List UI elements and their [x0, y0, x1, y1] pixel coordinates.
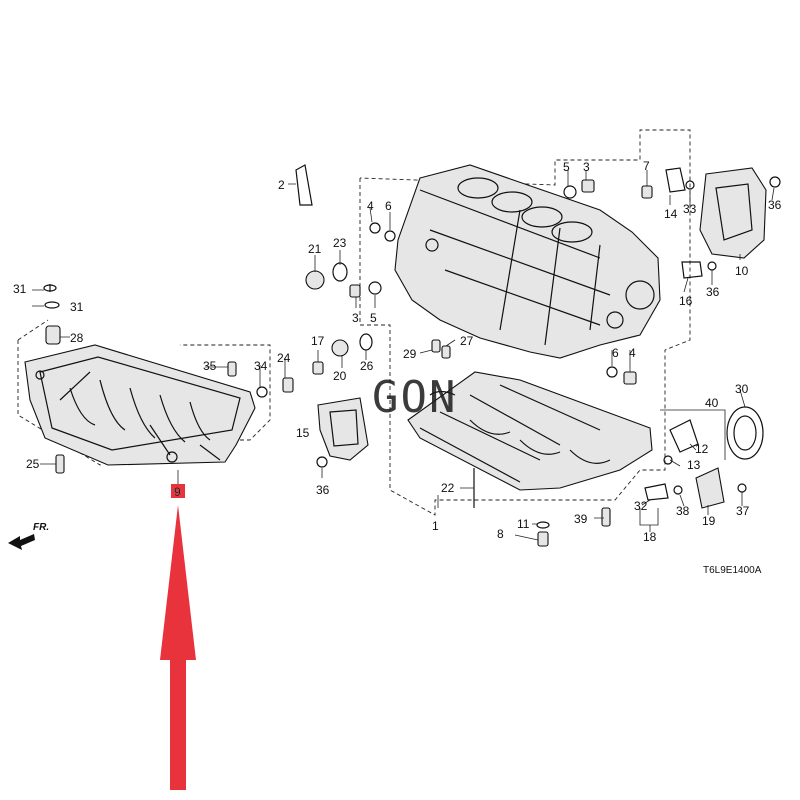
- part-label: 32: [634, 499, 648, 513]
- part-label: 27: [460, 334, 474, 348]
- oil-pump: [317, 397, 369, 461]
- part-number-labels: 1 2 3 4 5 6 7 8 9 10 11 12 13 14 15 16 1…: [13, 159, 782, 544]
- part-label: 6: [385, 199, 392, 213]
- part-label: 6: [612, 346, 619, 360]
- part-label: 9: [174, 485, 181, 499]
- highlight-part-number: 9: [174, 485, 181, 499]
- front-direction-indicator: FR.: [8, 522, 49, 550]
- part-label: 39: [574, 512, 588, 526]
- small-parts: [288, 164, 781, 547]
- part-label: 29: [403, 347, 417, 361]
- part-label: 30: [735, 382, 749, 396]
- repeated-part-labels: 3 5 6 4 31 36 36: [70, 285, 720, 497]
- timing-cover-plate: [699, 167, 767, 259]
- cylinder-block-outline: [394, 164, 661, 359]
- front-arrow-icon: [8, 534, 35, 550]
- pointer-arrow-icon: [160, 505, 196, 790]
- part-label: 36: [316, 483, 330, 497]
- part-label: 14: [664, 207, 678, 221]
- part-label: 16: [679, 294, 693, 308]
- part-label: 5: [563, 160, 570, 174]
- part-label: 10: [735, 264, 749, 278]
- highlight-box: [171, 484, 185, 498]
- part-label: 19: [702, 514, 716, 528]
- lower-block-bedplate: [407, 371, 653, 491]
- part-label: 31: [70, 300, 84, 314]
- part-label: 17: [311, 334, 325, 348]
- part-label: 37: [736, 504, 750, 518]
- part-label: 3: [583, 160, 590, 174]
- part-label: 25: [26, 457, 40, 471]
- part-label: 11: [517, 517, 530, 531]
- oil-pan-outline: [24, 344, 256, 466]
- part-label: 5: [370, 311, 377, 325]
- part-label: 4: [367, 199, 374, 213]
- oil-pan-group: [17, 284, 294, 474]
- part-label: 36: [706, 285, 720, 299]
- part-label: 26: [360, 359, 374, 373]
- part-label: 28: [70, 331, 84, 345]
- part-label: 22: [441, 481, 455, 495]
- part-label: 31: [13, 282, 27, 296]
- diagram-code: T6L9E1400A: [703, 565, 762, 576]
- part-label: 13: [687, 458, 701, 472]
- part-label: 15: [296, 426, 310, 440]
- part-label: 1: [432, 519, 439, 533]
- watermark-text: GON: [372, 372, 457, 423]
- part-label: 12: [695, 442, 709, 456]
- part-label: 23: [333, 236, 347, 250]
- part-label: 36: [768, 198, 782, 212]
- part-label: 3: [352, 311, 359, 325]
- front-label: FR.: [33, 522, 49, 533]
- part-label: 35: [203, 359, 217, 373]
- part-label: 2: [278, 178, 285, 192]
- part-label: 40: [705, 396, 719, 410]
- part-label: 33: [683, 202, 697, 216]
- cylinder-block-upper: [359, 129, 691, 516]
- part-label: 20: [333, 369, 347, 383]
- part-label: 8: [497, 527, 504, 541]
- part-label: 18: [643, 530, 657, 544]
- lower-block-outline: [407, 371, 653, 491]
- part-label: 38: [676, 504, 690, 518]
- part-label: 24: [277, 351, 291, 365]
- part-label: 7: [643, 159, 650, 173]
- crankshaft-oil-seal: [726, 406, 764, 460]
- part-label: 34: [254, 359, 268, 373]
- part-label: 21: [308, 242, 322, 256]
- part-label: 4: [629, 346, 636, 360]
